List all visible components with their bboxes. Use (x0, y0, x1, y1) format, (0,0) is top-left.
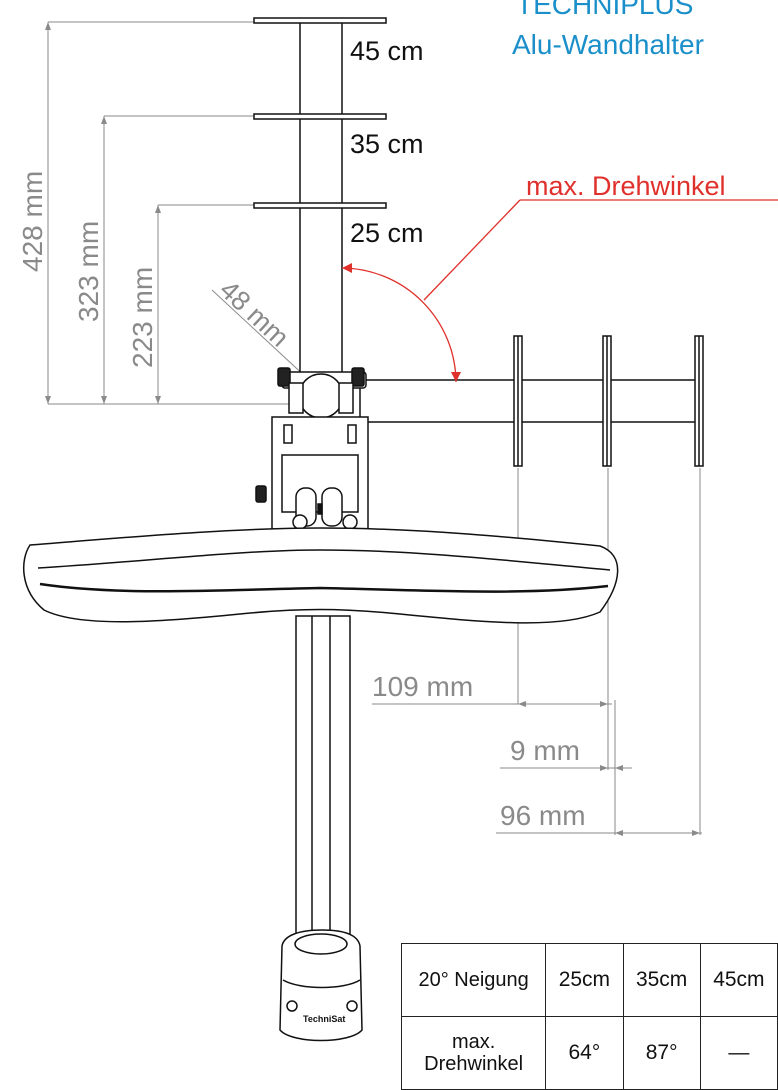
support-arm (359, 335, 704, 467)
dim-label-223: 223 mm (127, 267, 158, 368)
title-line2: Alu-Wandhalter (512, 29, 704, 60)
table-header-row: 20° Neigung 25cm 35cm 45cm (400, 943, 778, 1017)
mast-label-45: 45 cm (350, 36, 424, 66)
table-header-cell: 25cm (545, 943, 624, 1017)
mast-label-35: 35 cm (350, 129, 424, 159)
rotation-arrows (342, 263, 461, 382)
foot-cap (279, 929, 363, 1042)
table-header-cell: 35cm (622, 943, 701, 1017)
dim-label-96: 96 mm (500, 800, 586, 831)
rotation-indicator (341, 199, 778, 383)
table-header-cell: 45cm (699, 943, 778, 1017)
bracket-body (255, 416, 369, 541)
dim-label-428: 428 mm (17, 171, 48, 272)
table-cell: 87° (622, 1016, 701, 1090)
table-row-label: max. Drehwinkel (400, 1016, 547, 1090)
rotation-spec-table: 20° Neigung 25cm 35cm 45cm max. Drehwink… (400, 943, 778, 1090)
table-row: max. Drehwinkel 64° 87° — (400, 1016, 778, 1090)
dimension-arrows (45, 22, 700, 836)
table-cell: 64° (545, 1016, 624, 1090)
dim-label-48: 48 mm (214, 274, 295, 352)
base-plate (23, 527, 619, 624)
dim-label-323: 323 mm (73, 221, 104, 322)
title-line1: TECHNIPLUS (516, 0, 693, 20)
dim-label-9: 9 mm (510, 735, 580, 766)
brand-logo: TechniSat (303, 1014, 345, 1024)
dim-label-109: 109 mm (372, 671, 473, 702)
mast-label-25: 25 cm (350, 218, 424, 248)
mast (253, 17, 387, 378)
lower-pole (295, 615, 351, 947)
mast-clamp (277, 367, 367, 419)
dimension-lines (47, 21, 702, 835)
table-cell: — (699, 1016, 778, 1090)
wall-mount-drawing: TECHNIPLUS Alu-Wandhalter max. Drehwinke… (17, 0, 778, 1042)
rotation-label: max. Drehwinkel (526, 171, 726, 201)
table-header-cell: 20° Neigung (400, 943, 547, 1017)
